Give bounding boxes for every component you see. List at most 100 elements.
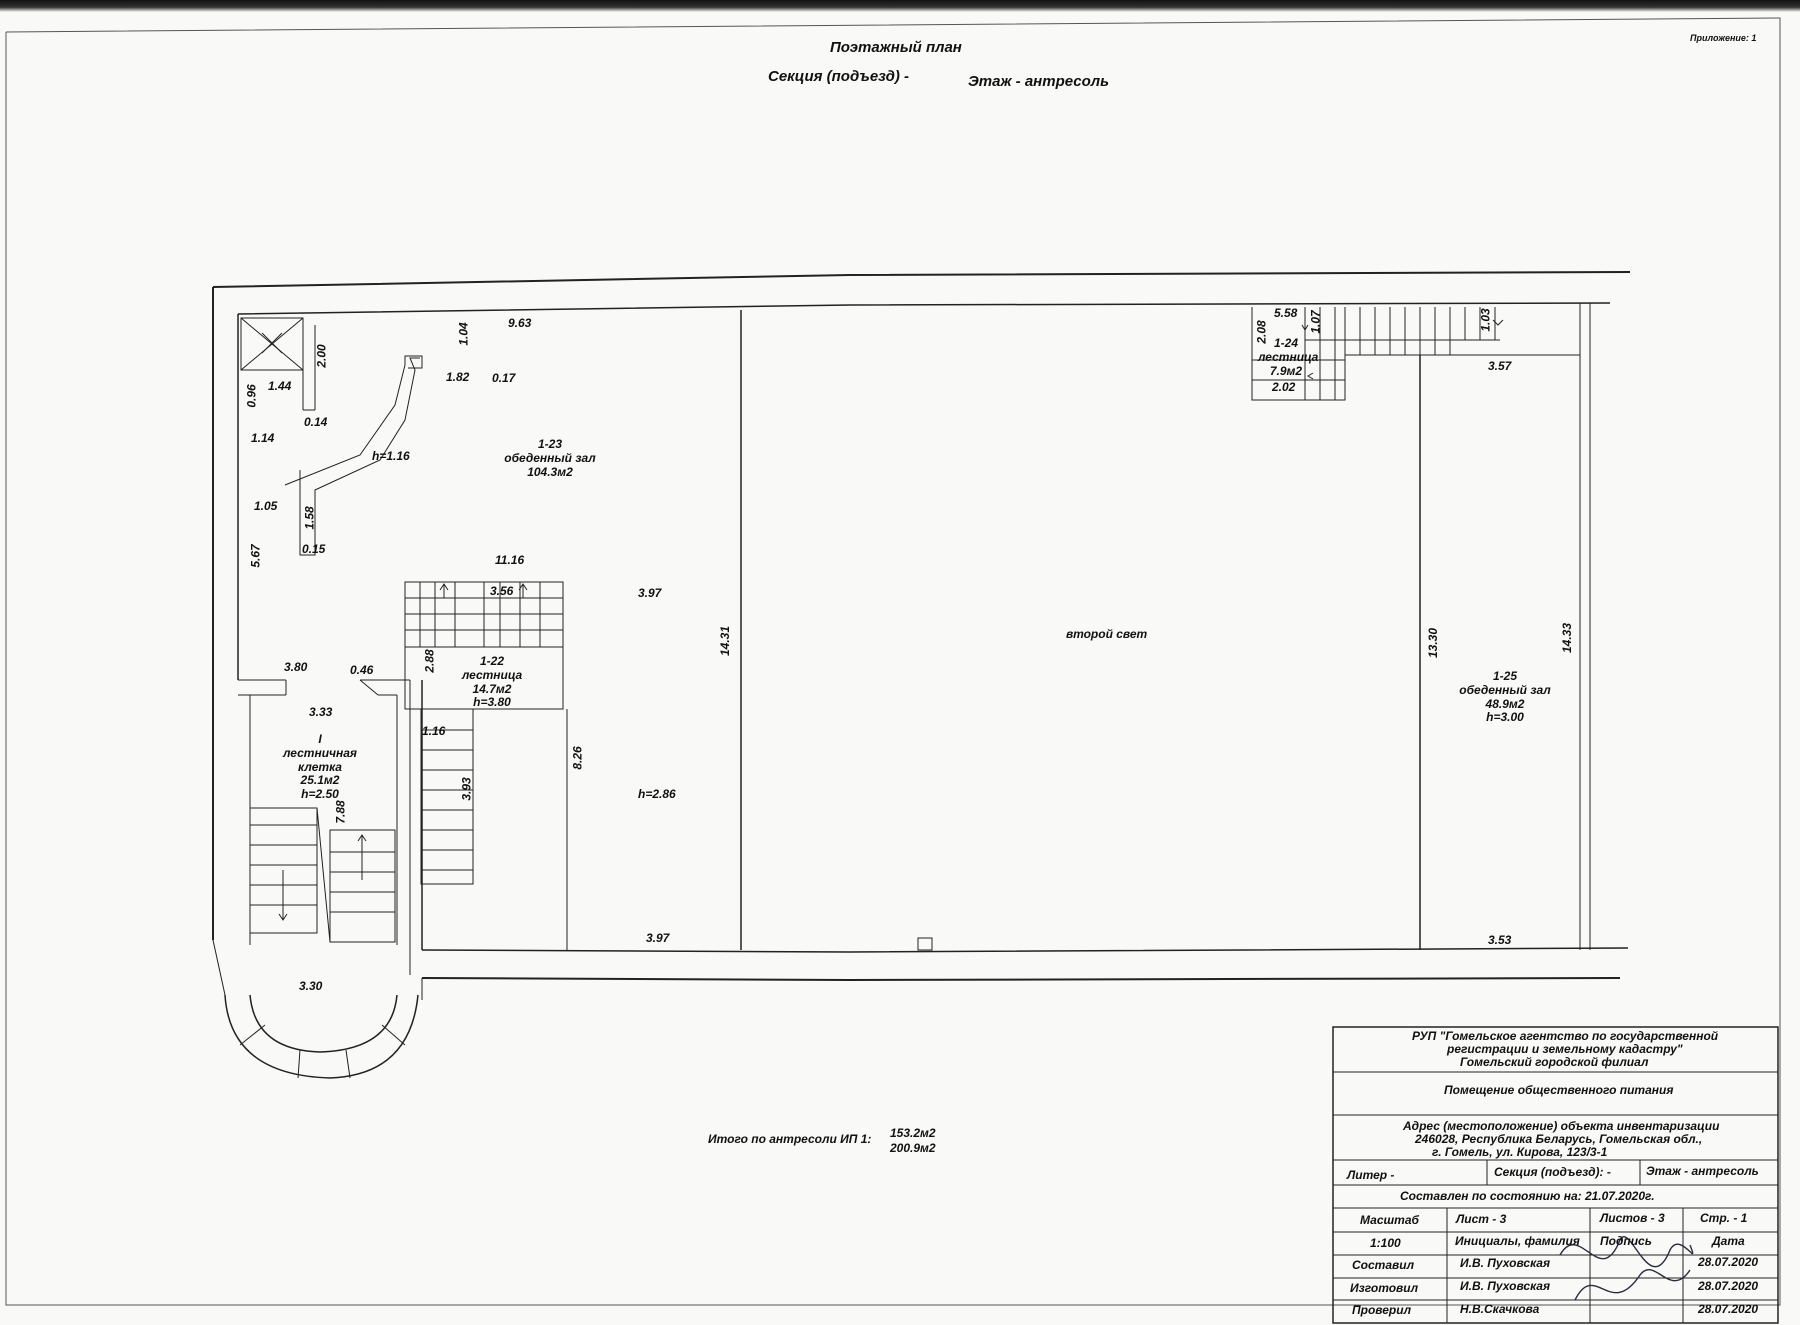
dimension-label: 2.88 [422,649,437,673]
scale-value: 1:100 [1370,1236,1401,1250]
dimension-label: 14.33 [1560,622,1575,654]
room-id: 1-24 [1273,336,1299,350]
dimension-label: 5.67 [248,544,263,568]
liter-label: Литер - [1347,1168,1395,1182]
dimension-label: 1.58 [302,506,317,530]
dimension-label: 0.46 [350,663,374,677]
room-1-25: 1-25 обеденный зал 48.9м2 h=3.00 [1445,669,1565,725]
room-height: h=3.00 [1486,710,1524,725]
dimension-label: 1.82 [446,370,470,384]
dimension-label: 3.97 [638,586,662,600]
dimension-label: 2.08 [1254,320,1269,344]
room-1-22: 1-22 лестница 14.7м2 h=3.80 [432,654,552,710]
org-line-1: РУП "Гомельское агентство по государстве… [1412,1029,1719,1043]
initials-header: Инициалы, фамилия [1455,1234,1580,1248]
dimension-label: 11.16 [495,553,525,567]
height-label: h=2.86 [638,787,676,801]
appendix-label: Приложение: 1 [1690,33,1757,43]
page-number: Стр. - 1 [1700,1211,1748,1225]
room-height: h=3.80 [473,695,511,710]
dimension-label: 5.58 [1274,306,1298,320]
dimension-label: 9.63 [508,316,532,330]
totals-label: Итого по антресоли ИП 1: [708,1132,872,1146]
sheet-count: Листов - 3 [1600,1211,1665,1225]
room-name: лестничная клетка [282,745,358,774]
dimension-label: 3.57 [1488,359,1512,373]
dimension-label: 1.04 [456,322,471,346]
room-id: 1-25 [1492,669,1518,683]
date-header: Дата [1712,1234,1745,1248]
dimension-label: 1.14 [251,431,275,445]
room-name: обеденный зал [1459,682,1551,697]
name-made: И.В. Пуховская [1460,1279,1551,1293]
dimension-label: 0.17 [492,371,516,385]
dimension-label: 3.30 [299,979,323,993]
address-line-2: 246028, Республика Беларусь, Гомельская … [1415,1132,1703,1146]
dimension-label: 14.31 [718,625,733,657]
object-name: Помещение общественного питания [1444,1083,1674,1097]
role-checked: Проверил [1352,1303,1412,1317]
stamp-floor: Этаж - антресоль [1646,1164,1759,1178]
scan-edge [0,0,1800,12]
section-label: Секция (подъезд) - [768,68,910,85]
floor-label: Этаж - антресоль [968,73,1110,90]
address-line-3: г. Гомель, ул. Кирова, 123/3-1 [1432,1145,1608,1159]
room-1-23: 1-23 обеденный зал 104.3м2 [490,437,610,479]
room-name: обеденный зал [504,450,596,465]
dimension-label: 0.14 [304,415,328,429]
role-made: Изготовил [1350,1281,1419,1295]
dimension-label: 1.07 [1308,310,1323,334]
date-checked: 28.07.2020 [1698,1302,1759,1316]
totals-value-1: 153.2м2 [890,1126,936,1140]
signature-header: Подпись [1600,1234,1652,1248]
height-label: h=1.16 [372,449,410,463]
address-line-1: Адрес (местоположение) объекта инвентари… [1403,1119,1720,1133]
totals-value-2: 200.9м2 [890,1141,936,1155]
dimension-label: 1.03 [1478,308,1493,332]
dimension-label: 1.05 [254,499,278,513]
dimension-label: 13.30 [1426,627,1441,659]
room-area: 48.9м2 [1485,696,1525,711]
dimension-label: 2.00 [314,344,329,368]
role-compiled: Составил [1352,1258,1415,1272]
room-height: h=2.50 [301,787,339,802]
room-area: 104.3м2 [527,464,573,479]
org-line-2: регистрации и земельному кадастру" [1447,1042,1683,1056]
dimension-label: 0.96 [244,384,259,408]
room-id: 1-22 [479,654,505,668]
org-line-3: Гомельский городской филиал [1460,1055,1649,1069]
dimension-label: 3.53 [1488,933,1512,947]
dimension-label: 1.44 [268,379,292,393]
room-id: 1-23 [537,437,563,451]
sheet-number: Лист - 3 [1456,1212,1507,1226]
dimension-label: 7.88 [333,800,348,824]
dimension-label: 0.15 [302,542,326,556]
room-1-24: 1-24 лестница 7.9м2 [1258,336,1319,378]
room-I: I лестничная клетка 25.1м2 h=2.50 [270,732,370,802]
date-made: 28.07.2020 [1698,1279,1759,1293]
room-area: 14.7м2 [472,681,512,696]
dimension-label: 8.26 [570,746,585,770]
name-compiled: И.В. Пуховская [1460,1256,1551,1270]
dimension-label: 3.80 [284,660,308,674]
stamp-section: Секция (подъезд): - [1494,1165,1611,1179]
room-area: 25.1м2 [300,773,340,788]
state-date: Составлен по состоянию на: 21.07.2020г. [1400,1189,1655,1203]
date-compiled: 28.07.2020 [1698,1255,1759,1269]
dimension-label: 3.93 [459,777,474,801]
room-id: I [318,732,322,746]
name-checked: Н.В.Скачкова [1460,1302,1540,1316]
plan-title: Поэтажный план [830,39,962,56]
dimension-label: 3.97 [646,931,670,945]
dimension-label: 3.33 [309,705,333,719]
dimension-label: 2.02 [1272,380,1296,394]
second-light-label: второй свет [1066,627,1148,641]
dimension-label: 1.16 [422,724,446,738]
dimension-label: 3.56 [490,584,514,598]
room-area: 7.9м2 [1269,363,1303,378]
room-name: лестница [461,667,523,682]
scale-label: Масштаб [1360,1213,1419,1227]
room-name: лестница [1258,349,1319,364]
